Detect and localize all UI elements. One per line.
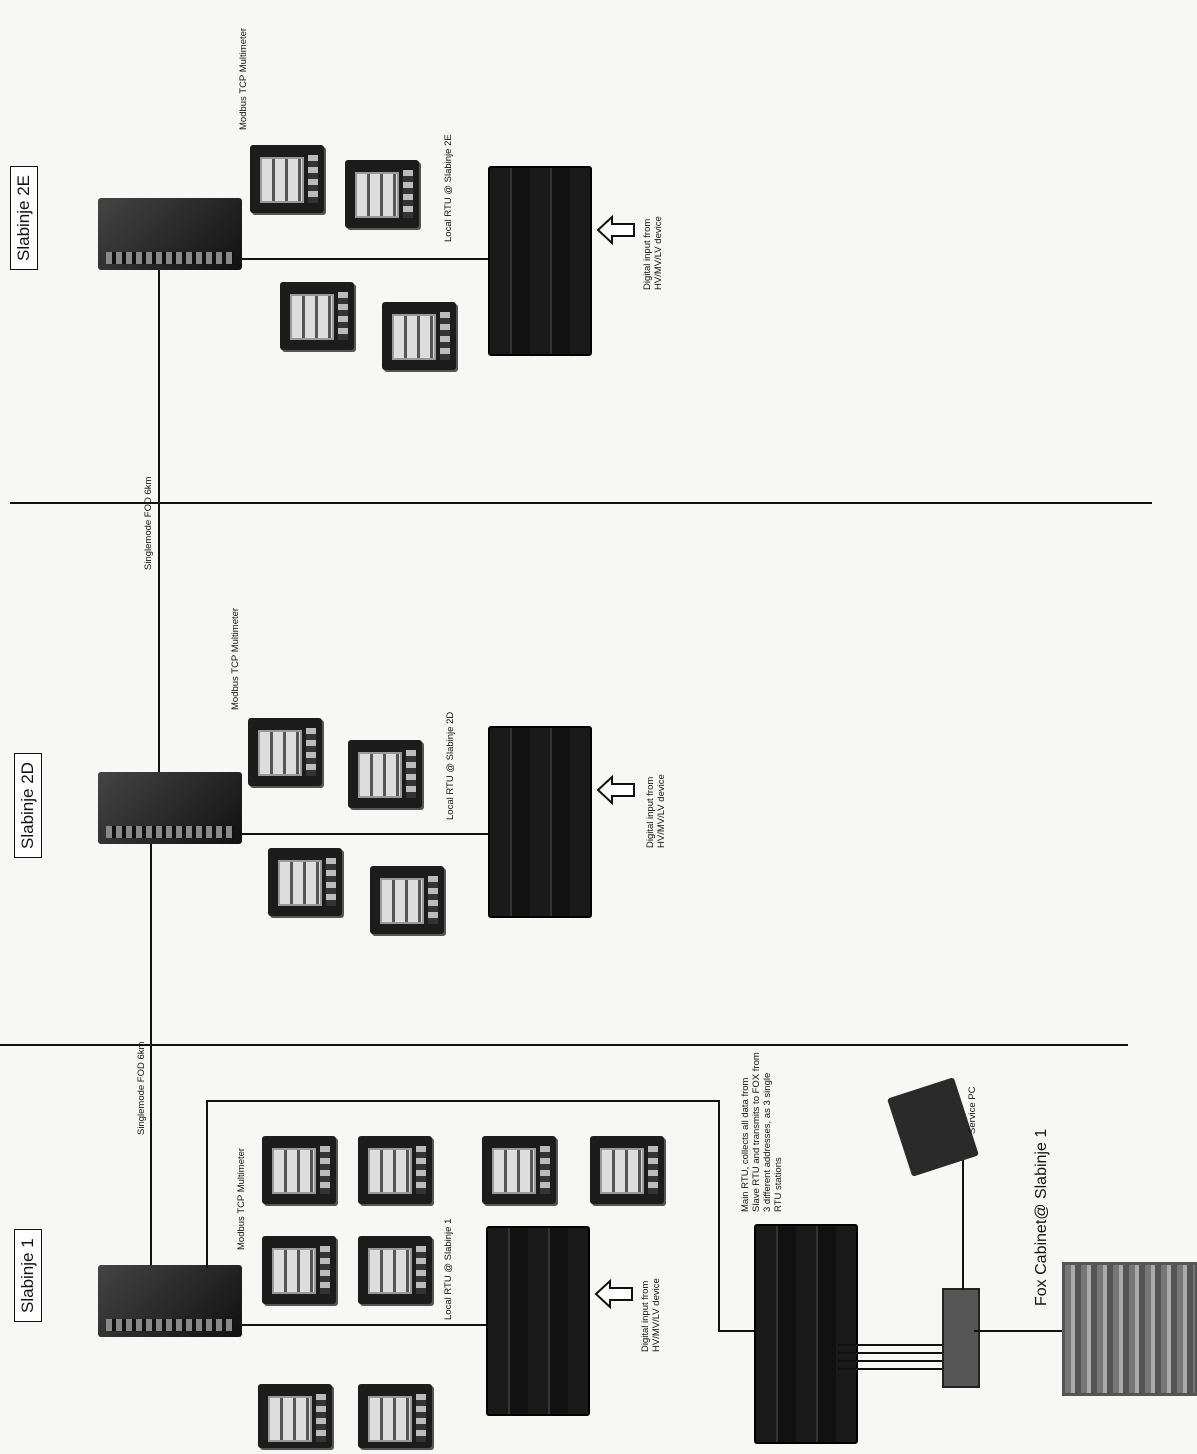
main-rtu-label: Main RTU, collects all data from Slave R… <box>740 1052 784 1212</box>
multimeter-icon <box>250 145 324 213</box>
multimeter-icon <box>482 1136 556 1204</box>
arrow-icon <box>596 214 636 246</box>
main-rtu-icon <box>754 1224 858 1444</box>
rtu-label-2d: Local RTU @ Slabinje 2D <box>445 711 456 820</box>
rtu-icon <box>488 726 592 918</box>
modbus-label-1: Modbus TCP Multimeter <box>236 1147 247 1250</box>
link-rtu-switch-c <box>838 1360 942 1362</box>
fiber-label-2: Singlemode FOD 6km <box>143 476 154 570</box>
link-switch-rtu-2e <box>240 258 490 260</box>
station-title-slabinje-2e: Slabinje 2E <box>10 165 38 270</box>
ethernet-switch-icon <box>98 198 242 270</box>
station-title-slabinje-1: Slabinje 1 <box>14 1229 42 1322</box>
rtu-label-1: Local RTU @ Slabinje 1 <box>443 1218 454 1320</box>
link-switch-rtu-1 <box>240 1324 490 1326</box>
rtu-icon <box>486 1226 590 1416</box>
link-switch-pc <box>962 1130 964 1290</box>
multimeter-icon <box>358 1236 432 1304</box>
ethernet-switch-icon <box>98 1265 242 1337</box>
station-title-slabinje-2d: Slabinje 2D <box>14 753 42 858</box>
multimeter-icon <box>248 718 322 786</box>
multimeter-icon <box>258 1384 332 1448</box>
multimeter-icon <box>382 302 456 370</box>
link-uplink-3 <box>718 1100 720 1330</box>
arrow-icon <box>594 1278 634 1310</box>
link-rtu-switch-a <box>838 1344 942 1346</box>
fox-cabinet-icon <box>1062 1262 1197 1396</box>
multimeter-icon <box>280 282 354 350</box>
multimeter-icon <box>262 1236 336 1304</box>
service-switch-icon <box>942 1288 980 1388</box>
modbus-label-2e: Modbus TCP Multimeter <box>238 27 249 130</box>
link-switch-fox <box>974 1330 1064 1332</box>
multimeter-icon <box>262 1136 336 1204</box>
multimeter-icon <box>348 740 422 808</box>
fox-cabinet-title: Fox Cabinet@ Slabinje 1 <box>1033 1128 1050 1306</box>
divider-2 <box>10 502 1152 504</box>
rtu-label-2e: Local RTU @ Slabinje 2E <box>443 134 454 242</box>
divider-1 <box>0 1044 1128 1046</box>
arrow-icon <box>596 774 636 806</box>
fiber-line-2d <box>150 840 152 1274</box>
link-rtu-switch-d <box>838 1368 942 1370</box>
multimeter-icon <box>358 1136 432 1204</box>
multimeter-icon <box>268 848 342 916</box>
multimeter-icon <box>370 866 444 934</box>
multimeter-icon <box>590 1136 664 1204</box>
fiber-label-1: Singlemode FOD 6km <box>136 1041 147 1135</box>
multimeter-icon <box>345 160 419 228</box>
ethernet-switch-icon <box>98 772 242 844</box>
service-pc-label: Service PC <box>967 1086 978 1134</box>
link-uplink-1 <box>206 1100 208 1268</box>
link-uplink-4 <box>718 1330 756 1332</box>
rtu-icon <box>488 166 592 356</box>
link-rtu-switch-b <box>838 1352 942 1354</box>
fiber-line-2e <box>158 268 160 790</box>
link-switch-rtu-2d <box>240 833 490 835</box>
modbus-label-2d: Modbus TCP Multimeter <box>230 607 241 710</box>
link-uplink-2 <box>206 1100 718 1102</box>
laptop-icon <box>887 1077 979 1177</box>
multimeter-icon <box>358 1384 432 1448</box>
